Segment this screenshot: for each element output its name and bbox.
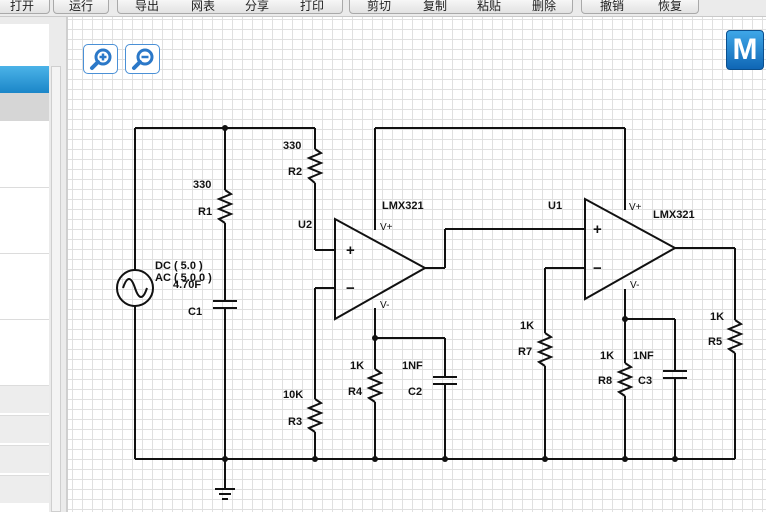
toolbar: 打开 运行 导出 网表 分享 打印 剪切 复制 粘贴 删除 撤销 恢复 (0, 0, 766, 17)
u1-minus-sign: − (593, 260, 602, 277)
r1-value: 330 (193, 179, 211, 191)
source-dc-label: DC ( 5.0 ) (155, 260, 203, 272)
source-ac-label: AC ( 5.0 0 ) (155, 272, 212, 284)
open-button[interactable]: 打开 (9, 0, 34, 13)
r4-name: R4 (348, 386, 363, 398)
r4-value: 1K (350, 360, 364, 372)
u2-vminus: V- (380, 300, 389, 311)
u1-model: LMX321 (653, 209, 695, 221)
u1-name: U1 (548, 200, 562, 212)
export-button[interactable]: 导出 (134, 0, 159, 13)
c3-value: 1NF (633, 350, 654, 362)
r5-name: R5 (708, 336, 722, 348)
r8-name: R8 (598, 375, 612, 387)
r3-name: R3 (288, 416, 302, 428)
zoom-out-icon (132, 48, 154, 70)
panel-row[interactable] (0, 187, 49, 215)
panel-row-selected[interactable] (0, 93, 49, 121)
run-button[interactable]: 运行 (68, 0, 93, 13)
schematic: + − + − DC ( 5.0 ) AC ( 5.0 0 ) 330 R1 4… (116, 125, 744, 500)
r7-name: R7 (518, 346, 532, 358)
c3-name: C3 (638, 375, 652, 387)
c2-name: C2 (408, 386, 422, 398)
r2-value: 330 (283, 140, 301, 152)
paste-button[interactable]: 粘贴 (476, 0, 501, 13)
u2-vplus: V+ (380, 222, 393, 233)
left-panel (0, 17, 68, 512)
r2-name: R2 (288, 166, 302, 178)
r1-name: R1 (198, 206, 212, 218)
copy-button[interactable]: 复制 (422, 0, 447, 13)
panel-row[interactable] (0, 319, 49, 347)
u1-vminus: V- (630, 280, 639, 291)
c2-value: 1NF (402, 360, 423, 372)
toolbar-group-history: 撤销 恢复 (581, 0, 699, 14)
netlist-button[interactable]: 网表 (190, 0, 215, 13)
panel-row[interactable] (0, 475, 49, 503)
share-button[interactable]: 分享 (244, 0, 269, 13)
schematic-canvas[interactable]: M (68, 17, 766, 512)
r7-value: 1K (520, 320, 534, 332)
u2-minus-sign: − (346, 280, 355, 297)
r3-value: 10K (283, 389, 303, 401)
zoom-in-button[interactable] (83, 44, 118, 74)
u1-vplus: V+ (629, 202, 642, 213)
panel-row[interactable] (0, 253, 49, 281)
redo-button[interactable]: 恢复 (657, 0, 682, 13)
toolbar-group-output: 导出 网表 分享 打印 (117, 0, 343, 14)
c1-value: 4.70F (173, 279, 201, 291)
u2-model: LMX321 (382, 200, 424, 212)
cut-button[interactable]: 剪切 (366, 0, 391, 13)
delete-button[interactable]: 删除 (531, 0, 556, 13)
toolbar-group-edit: 剪切 复制 粘贴 删除 (349, 0, 573, 14)
toolbar-group-run: 运行 (53, 0, 109, 14)
panel-row[interactable] (0, 415, 49, 443)
zoom-out-button[interactable] (125, 44, 160, 74)
u2-name: U2 (298, 219, 312, 231)
u1-plus-sign: + (593, 221, 602, 238)
zoom-in-icon (90, 48, 112, 70)
c1-name: C1 (188, 306, 202, 318)
panel-row[interactable] (0, 445, 49, 473)
r5-value: 1K (710, 311, 724, 323)
panel-header[interactable] (0, 66, 49, 93)
panel-divider[interactable] (66, 17, 68, 512)
u2-plus-sign: + (346, 242, 355, 259)
toolbar-group-file: 打开 (0, 0, 50, 14)
r8-value: 1K (600, 350, 614, 362)
panel-row[interactable] (0, 385, 49, 413)
undo-button[interactable]: 撤销 (599, 0, 624, 13)
panel-scrollbar[interactable] (51, 66, 61, 512)
print-button[interactable]: 打印 (299, 0, 324, 13)
app-logo: M (726, 30, 764, 70)
